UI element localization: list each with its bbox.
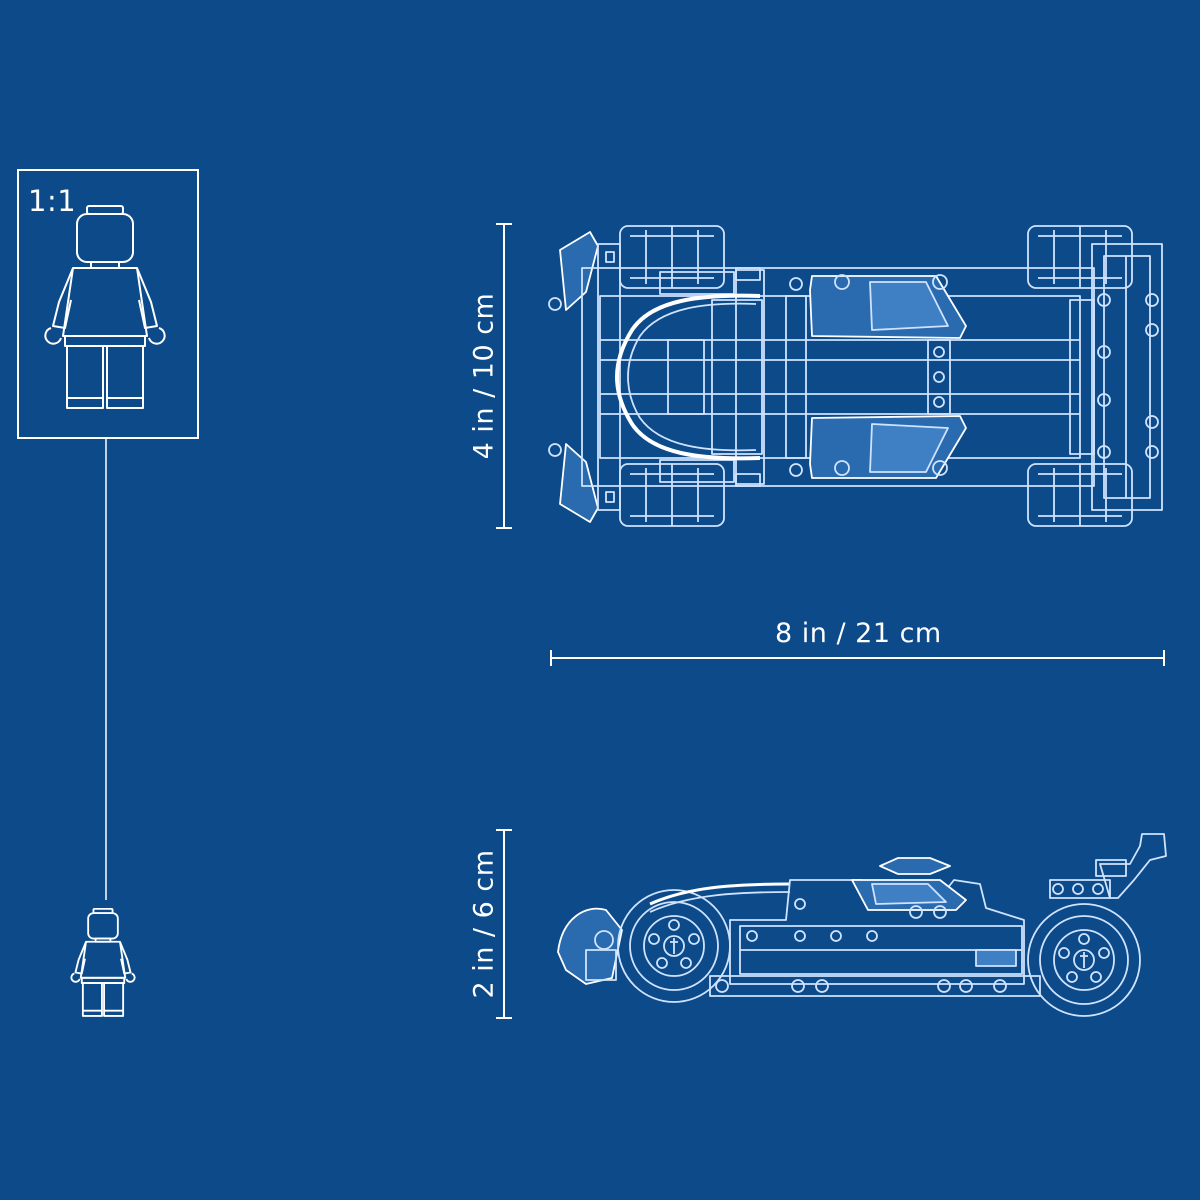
scale-frame [17,169,199,439]
car-side-view [557,833,1167,1017]
side-view-height-label: 2 in / 6 cm [468,849,500,999]
top-view-height-label: 4 in / 10 cm [468,292,500,460]
length-label: 8 in / 21 cm [775,618,942,649]
minifig-full-scale-icon [44,205,166,409]
dimension-line-side-height [496,829,512,1019]
scale-label: 1:1 [28,184,77,218]
car-top-view [548,225,1163,527]
minifig-small-icon [70,907,136,1017]
dimension-line-top-height [496,223,512,529]
dimension-line-length [550,650,1165,666]
